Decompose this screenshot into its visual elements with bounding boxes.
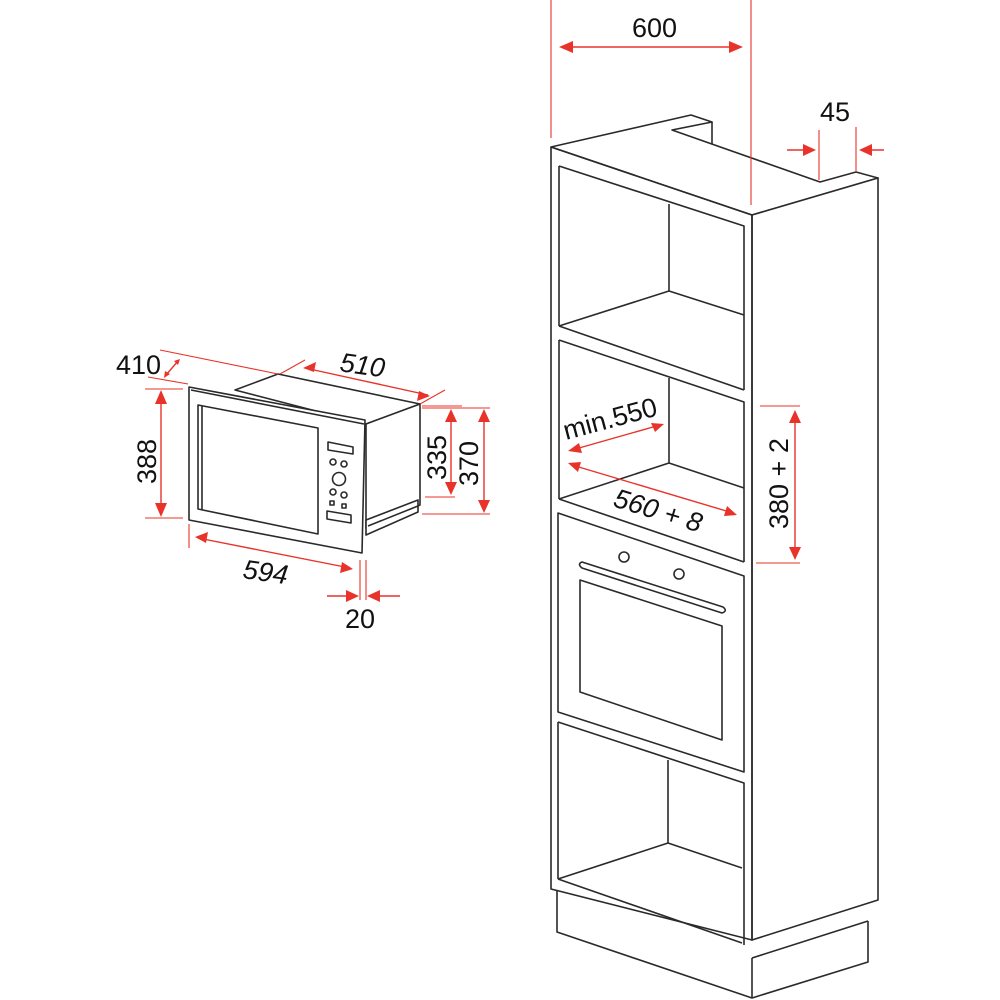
oven [557, 512, 745, 773]
dim-cabinet-width: 600 [632, 13, 677, 43]
plinth [556, 890, 869, 999]
dim-microwave-frame-height: 388 [132, 439, 162, 484]
door-release-icon [326, 510, 352, 524]
button-icon [329, 488, 337, 496]
dim-cabinet-rear-gap: 45 [820, 97, 850, 127]
display-icon [327, 441, 354, 455]
dim-niche-height: 380 + 2 [764, 438, 794, 529]
microwave-dimensions: 410 510 388 335 370 594 [116, 347, 490, 634]
control-panel [326, 441, 354, 524]
button-icon [329, 458, 337, 466]
dim-microwave-depth-frame: 410 [116, 350, 161, 380]
indicator-icon [329, 500, 335, 506]
bottom-open-shelf [557, 721, 745, 945]
dim-microwave-frame-thickness: 20 [345, 604, 375, 634]
tall-cabinet [550, 114, 879, 999]
dim-microwave-frame-width: 594 [241, 554, 290, 590]
top-open-shelf [558, 165, 745, 391]
microwave-door-window [197, 404, 319, 535]
oven-window [579, 579, 723, 741]
button-icon [340, 460, 348, 468]
oven-front [557, 512, 745, 773]
dim-microwave-body-height-inner: 335 [422, 435, 452, 480]
knob-icon [331, 471, 347, 487]
microwave [188, 373, 421, 554]
dim-microwave-body-height-outer: 370 [454, 441, 484, 486]
dim-microwave-depth-body: 510 [338, 347, 387, 383]
oven-knob-icon [618, 551, 630, 563]
microwave-bottom-rail [365, 499, 419, 536]
oven-handle [578, 561, 727, 614]
dim-niche-depth: min.550 [560, 392, 661, 446]
button-icon [340, 491, 348, 499]
microwave-niche [558, 339, 745, 563]
indicator-icon [341, 503, 347, 509]
oven-knob-icon [673, 568, 685, 580]
microwave-body-side [365, 403, 421, 529]
cabinet-side-panel [751, 177, 879, 941]
